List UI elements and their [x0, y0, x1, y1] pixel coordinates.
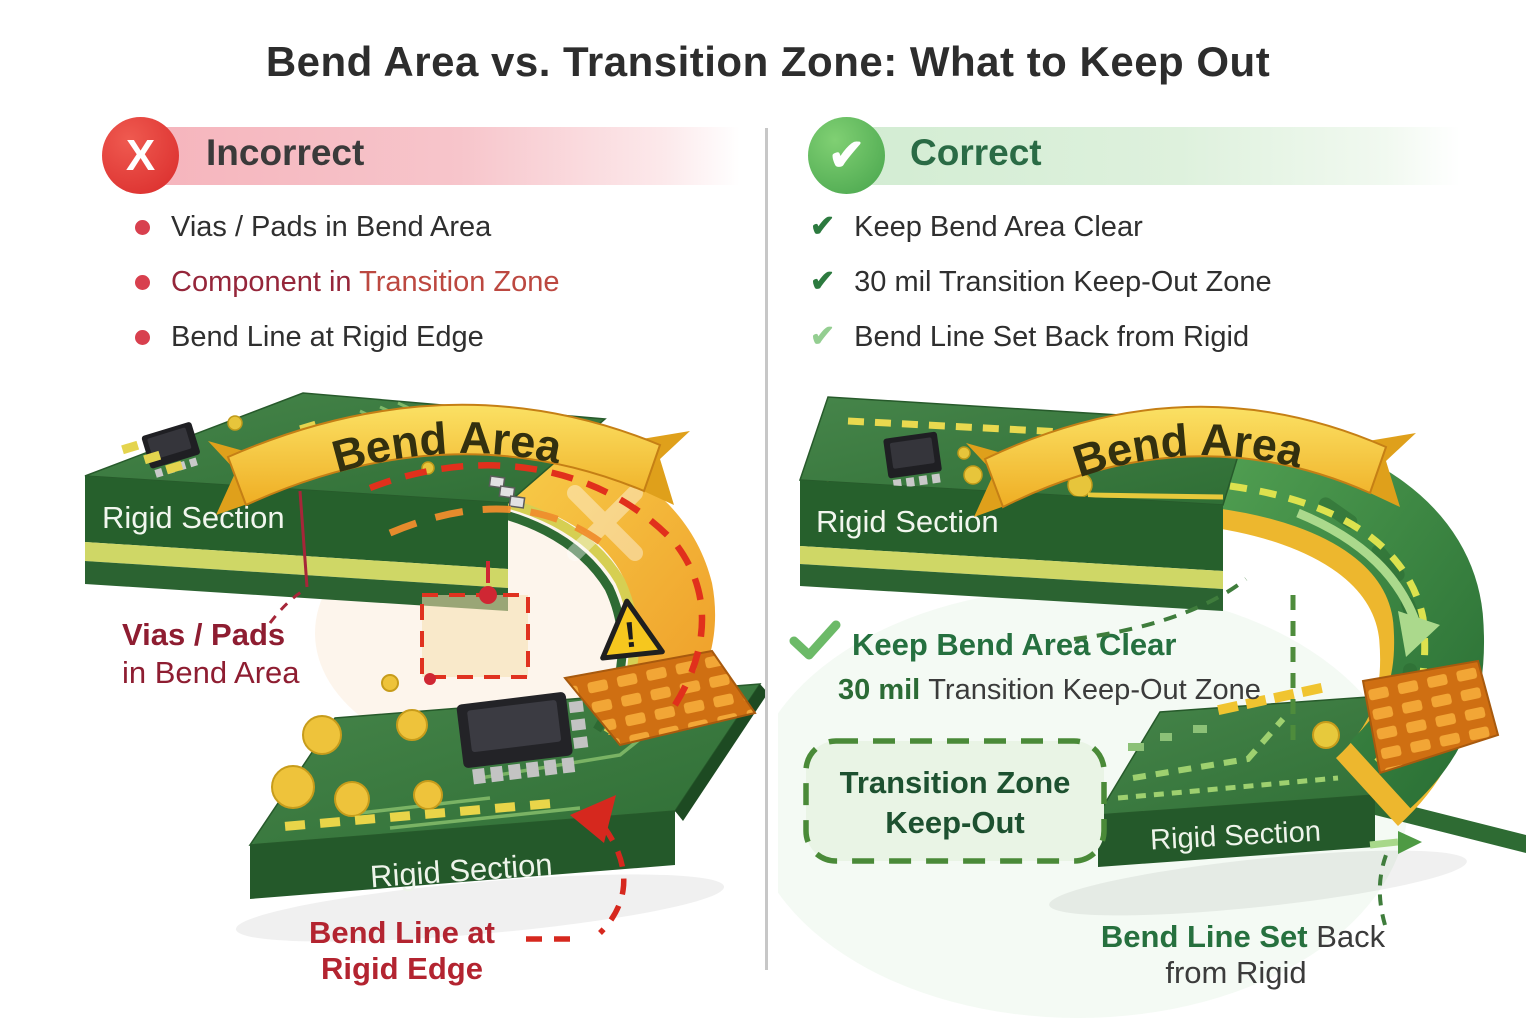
chip-icon: [456, 692, 589, 785]
panel-divider: [765, 128, 768, 970]
keep-clear-label: Keep Bend Area Clear: [852, 627, 1176, 662]
svg-text:!: !: [622, 613, 638, 655]
setback-callout: Bend Line Set Back from Rigid: [1101, 831, 1422, 990]
edge-pads: [284, 799, 551, 831]
check-icon: ✔: [810, 210, 836, 243]
list-item: Vias / Pads in Bend Area: [128, 210, 560, 244]
bend-line-arrow: [526, 795, 627, 942]
bend-line-label: Bend Line at: [309, 915, 495, 950]
keep-clear-callout: Keep Bend Area Clear 30 mil Transition K…: [789, 577, 1261, 706]
solder-pads: [271, 674, 657, 817]
check-icon: ✔: [810, 320, 836, 353]
setback-label: Bend Line Set Back: [1101, 919, 1386, 954]
setback-arrow-icon: [1398, 831, 1422, 854]
incorrect-header-label: Incorrect: [206, 132, 365, 173]
check-icon: [789, 620, 841, 660]
list-item: Component in Transition Zone: [128, 265, 560, 299]
mil-zone-label: 30 mil Transition Keep-Out Zone: [838, 674, 1261, 706]
page-title: Bend Area vs. Transition Zone: What to K…: [265, 38, 1271, 85]
bullet-text: 30 mil Transition Keep-Out Zone: [854, 266, 1272, 298]
vias-pads-label: Vias / Pads: [122, 617, 285, 652]
rigid-section-label: Rigid Section: [816, 504, 999, 539]
bullet-dot-icon: [135, 330, 150, 345]
list-item: ✔ Bend Line Set Back from Rigid: [810, 320, 1272, 354]
rigid-section-label: Rigid Section: [102, 500, 285, 535]
incorrect-bullet-list: Vias / Pads in Bend Area Component in Tr…: [128, 210, 560, 375]
via-cluster: [488, 475, 526, 509]
correct-header-bar: [838, 127, 1460, 185]
correct-header-label: Correct: [910, 132, 1042, 173]
vias-pads-callout: Vias / Pads in Bend Area: [122, 490, 309, 690]
bend-line-label: Rigid Edge: [321, 951, 483, 986]
edge-pads: [1217, 683, 1323, 715]
cross-icon: X: [102, 117, 179, 194]
bullet-dot-icon: [135, 220, 150, 235]
bend-line-callout: Bend Line at Rigid Edge: [309, 915, 495, 986]
copper-hatch: [563, 649, 757, 747]
incorrect-header-bar: [118, 127, 740, 185]
violation-callout-box: [420, 561, 530, 685]
flow-arrow-icon: [1398, 611, 1440, 657]
list-item: ✔ 30 mil Transition Keep-Out Zone: [810, 265, 1272, 299]
copper-hatch: [1361, 659, 1500, 775]
transition-box-label: Transition Zone: [840, 765, 1071, 800]
correct-pcb-illustration: Rigid Section: [778, 396, 1526, 1018]
small-parts: [1128, 725, 1207, 751]
list-item: ✔ Keep Bend Area Clear: [810, 210, 1272, 244]
lower-rigid-board: Rigid Section: [235, 659, 765, 942]
bullet-text: Keep Bend Area Clear: [854, 211, 1143, 243]
transition-keepout-box: Transition Zone Keep-Out: [803, 738, 1107, 864]
bullet-text: Bend Line Set Back from Rigid: [854, 321, 1250, 353]
solder-pad: [1312, 721, 1340, 749]
transition-box-label: Keep-Out: [885, 805, 1025, 840]
setback-label: from Rigid: [1165, 955, 1306, 990]
bend-line-guides: [368, 462, 706, 707]
correct-bullet-list: ✔ Keep Bend Area Clear ✔ 30 mil Transiti…: [810, 210, 1272, 375]
bullet-dot-icon: [135, 275, 150, 290]
vias-pads-label: in Bend Area: [122, 655, 300, 690]
warning-icon: !: [600, 598, 665, 661]
chip-icon: [883, 431, 942, 489]
bullet-text: Vias / Pads in Bend Area: [171, 211, 492, 243]
check-icon: ✔: [810, 265, 836, 298]
lower-rigid-board: Rigid Section: [1049, 683, 1526, 916]
bullet-text: Bend Line at Rigid Edge: [171, 321, 484, 353]
list-item: Bend Line at Rigid Edge: [128, 320, 560, 354]
flex-ribbon: [1198, 418, 1500, 826]
bullet-text: Component in Transition Zone: [171, 266, 560, 298]
check-icon: ✔: [808, 117, 885, 194]
incorrect-pcb-illustration: Rigid Section: [84, 392, 765, 986]
